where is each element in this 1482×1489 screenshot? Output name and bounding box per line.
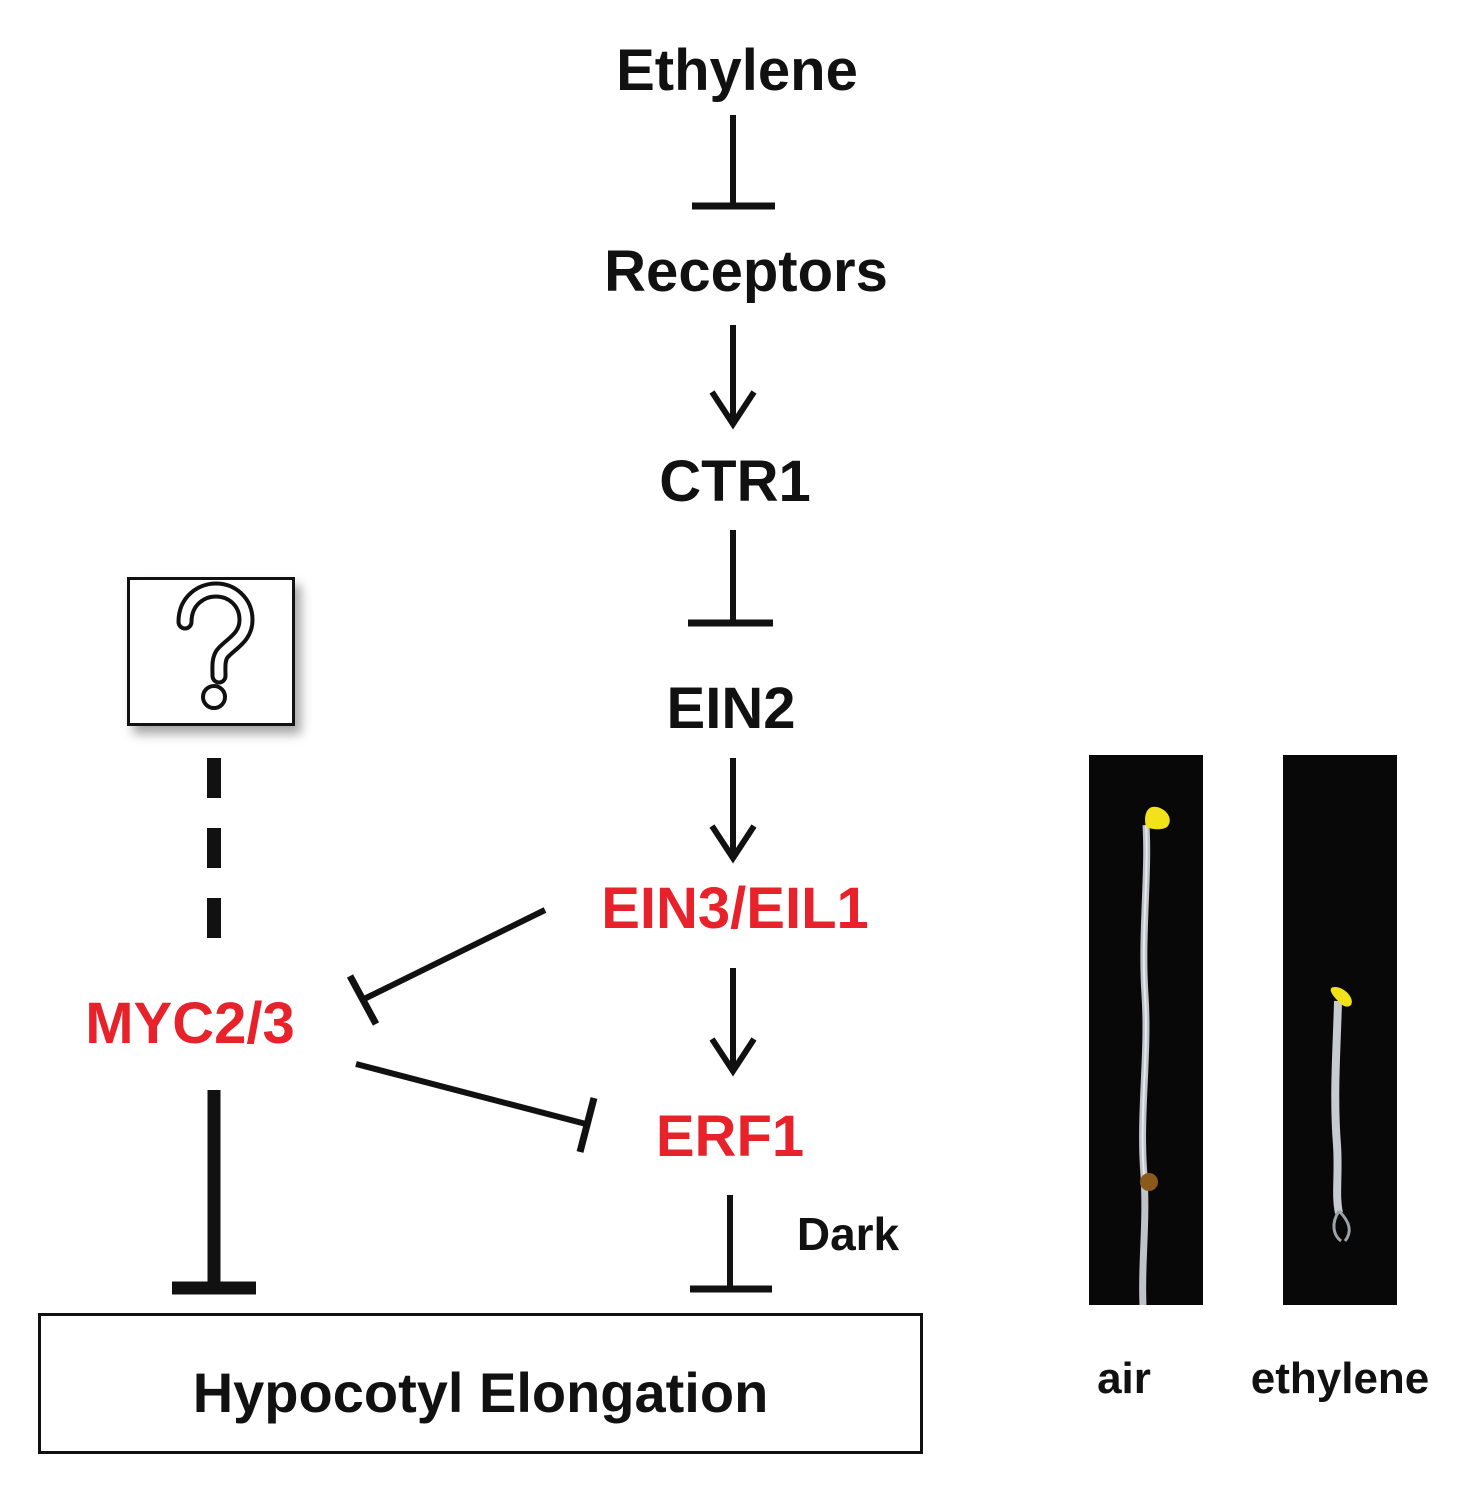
question-mark-icon: [176, 581, 255, 710]
hypocotyl-elongation-box: Hypocotyl Elongation: [38, 1313, 923, 1454]
inhibit-ctr1-ein2: [688, 530, 773, 627]
node-myc2-3: MYC2/3: [85, 991, 295, 1056]
arrow-ein3-erf1: [709, 968, 757, 1077]
output-label: Hypocotyl Elongation: [192, 1361, 769, 1424]
photo-label-ethylene: ethylene: [1250, 1354, 1430, 1403]
inhibit-myc-hypocotyl: [172, 1090, 256, 1295]
node-ein2: EIN2: [666, 676, 796, 741]
seedling-photo-air: [1089, 755, 1203, 1305]
unknown-factor-box: ?: [127, 577, 295, 726]
node-receptors: Receptors: [604, 239, 888, 304]
seedling-air-image: [1139, 806, 1170, 1305]
seedling-ethylene-image: [1330, 987, 1352, 1243]
node-ctr1: CTR1: [659, 449, 811, 514]
seedling-photo-ethylene: [1283, 755, 1397, 1305]
inhibit-myc-erf1: [355, 1061, 598, 1153]
inhibit-ein3-myc: [346, 907, 547, 1026]
inhibit-erf1-hypocotyl: [690, 1195, 772, 1293]
arrow-ein2-ein3: [709, 758, 757, 864]
arrow-receptors-ctr1: [709, 325, 757, 430]
inhibit-ethylene-receptors: [692, 115, 775, 210]
node-ethylene: Ethylene: [616, 38, 858, 103]
node-erf1: ERF1: [655, 1104, 805, 1169]
condition-dark: Dark: [796, 1208, 900, 1260]
node-ein3-eil1: EIN3/EIL1: [601, 876, 869, 941]
photo-label-air: air: [1097, 1354, 1151, 1403]
